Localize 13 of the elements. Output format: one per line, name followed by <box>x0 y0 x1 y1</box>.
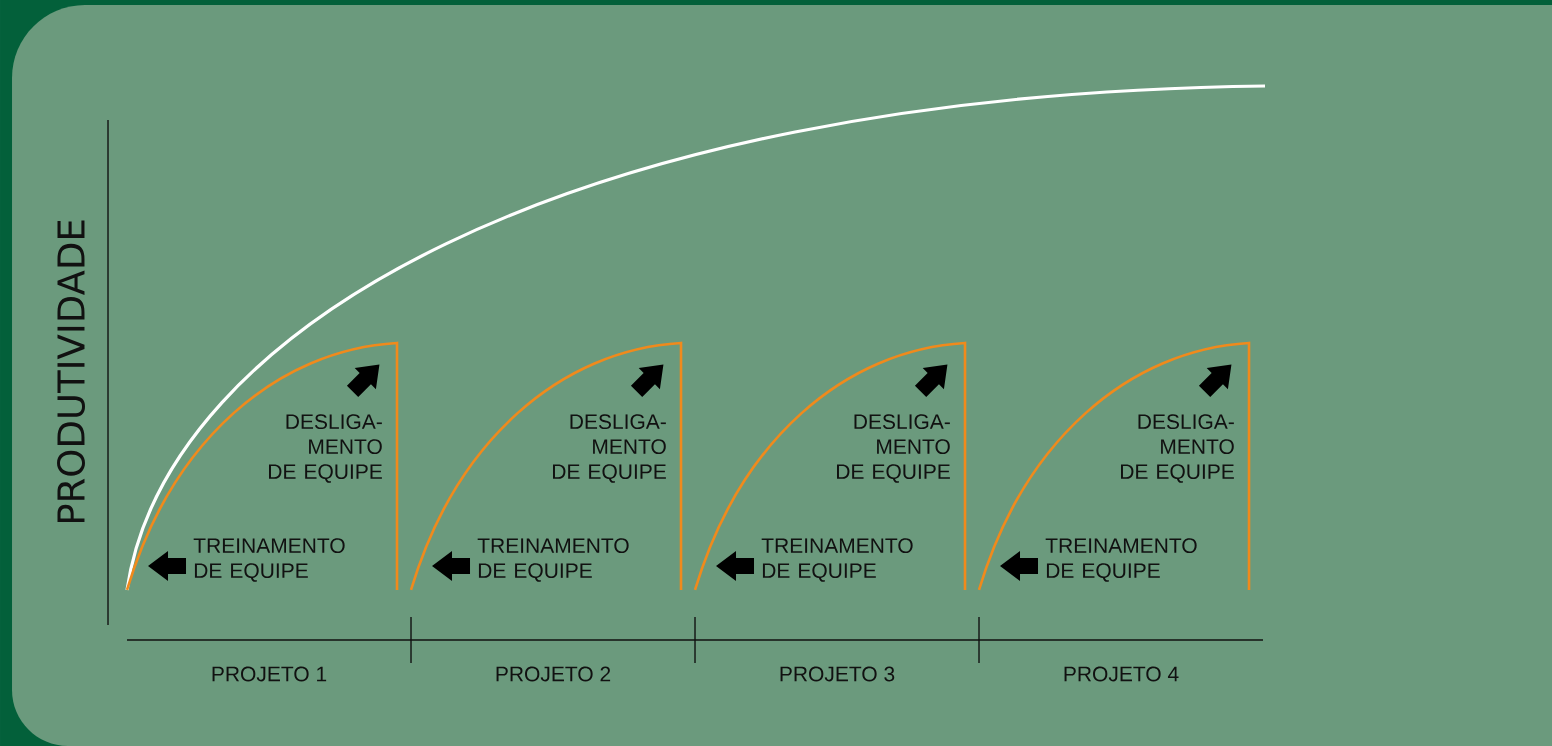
annotation-text: TREINAMENTO DE EQUIPE <box>477 538 629 582</box>
project-label: PROJETO 3 <box>780 666 895 682</box>
axis-label: PRODUTIVIDADE <box>57 220 85 523</box>
project-label: PROJETO 4 <box>1064 666 1179 682</box>
annotation-text: TREINAMENTO DE EQUIPE <box>193 538 345 582</box>
annotation-text: TREINAMENTO DE EQUIPE <box>761 538 913 582</box>
annotation-text: DESLIGA- MENTO DE EQUIPE <box>269 414 382 483</box>
annotation-text: DESLIGA- MENTO DE EQUIPE <box>553 414 666 483</box>
annotation-text: DESLIGA- MENTO DE EQUIPE <box>1121 414 1234 483</box>
project-label: PROJETO 1 <box>212 666 327 682</box>
annotation-text: DESLIGA- MENTO DE EQUIPE <box>837 414 950 483</box>
project-label: PROJETO 2 <box>496 666 611 682</box>
annotation-text: TREINAMENTO DE EQUIPE <box>1045 538 1197 582</box>
